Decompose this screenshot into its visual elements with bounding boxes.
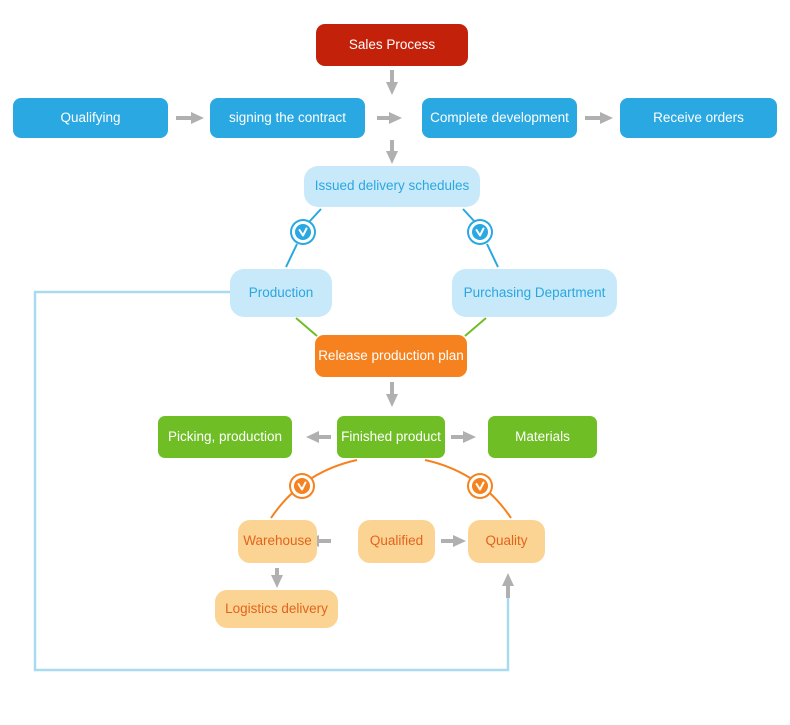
node-logistics-delivery: Logistics delivery [215,590,338,628]
node-materials: Materials [488,416,597,458]
node-sales-process: Sales Process [316,24,468,66]
node-purchasing-department: Purchasing Department [452,269,617,317]
line-purchasing-release [464,317,487,337]
node-receive-orders: Receive orders [620,98,777,138]
clock-hands-icon [475,481,485,491]
feedback-loop-line [33,290,510,672]
line-issued-purchasing-upper [462,208,476,223]
line-issued-production-lower [285,243,298,268]
clock-hands-icon [298,227,308,237]
node-quality: Quality [468,520,545,563]
node-release-plan: Release production plan [315,335,467,377]
clock-hands-icon [475,227,485,237]
clock-icon-orange-right [472,478,488,494]
line-issued-production-upper [308,208,322,223]
curve-finished-quality [424,459,512,519]
line-production-release [295,317,318,337]
node-qualifying: Qualifying [13,98,168,138]
node-warehouse: Warehouse [238,520,317,563]
clock-hands-icon [297,481,307,491]
node-signing-contract: signing the contract [210,98,365,138]
curve-finished-warehouse [270,459,358,519]
node-complete-development: Complete development [422,98,577,138]
node-picking-production: Picking, production [158,416,292,458]
clock-icon-blue-right [472,224,488,240]
node-issued-schedules: Issued delivery schedules [304,166,480,207]
line-issued-purchasing-lower [486,243,499,268]
node-qualified: Qualified [358,520,435,563]
node-production: Production [230,269,332,317]
clock-icon-orange-left [294,478,310,494]
clock-icon-blue-left [295,224,311,240]
node-finished-product: Finished product [337,416,445,458]
